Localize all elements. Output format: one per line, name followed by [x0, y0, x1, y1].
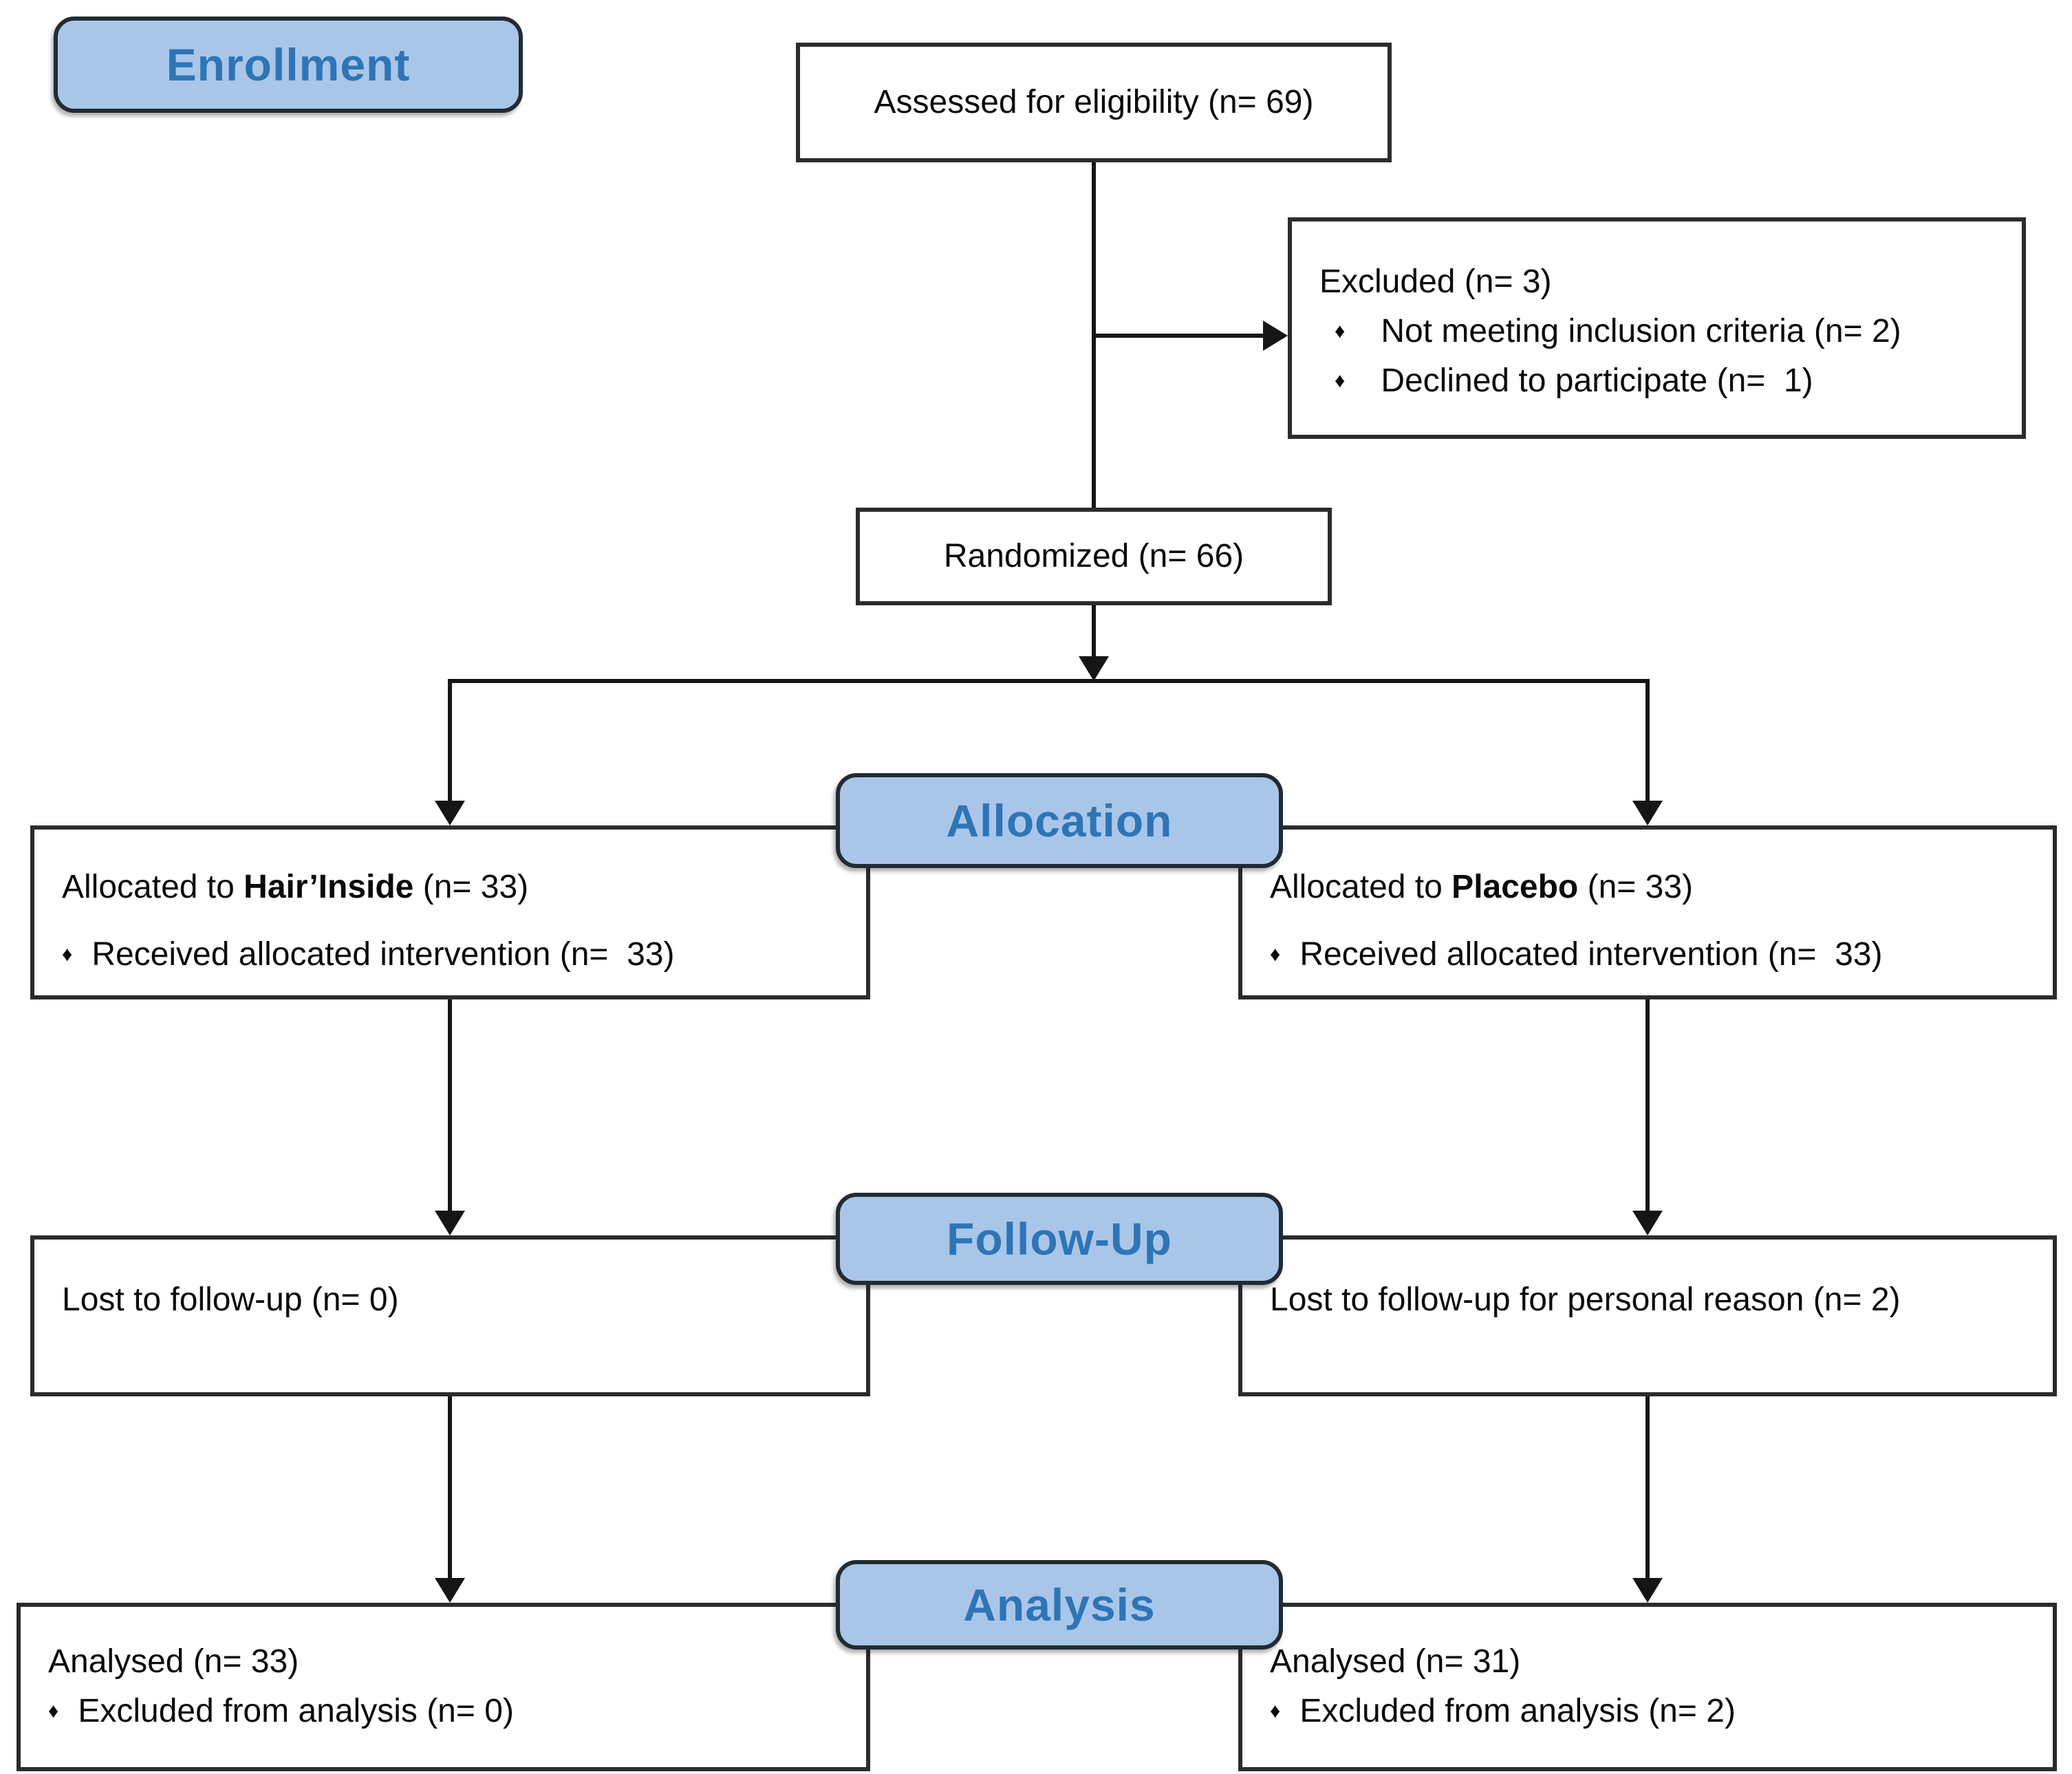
box-analysed-right: Analysed (n= 31) ♦ Excluded from analysi…	[1238, 1603, 2057, 1771]
stage-label-enrollment-text: Enrollment	[166, 39, 411, 90]
box-lost-followup-left: Lost to follow-up (n= 0)	[30, 1235, 870, 1396]
stage-label-analysis: Analysis	[836, 1560, 1283, 1649]
excluded-bullet-1-text: Not meeting inclusion criteria (n= 2)	[1381, 313, 1901, 349]
connector-split-to-alloc-left	[448, 679, 452, 803]
arrowhead-alloc-right	[1632, 801, 1663, 825]
analysis-left-title: Analysed (n= 33)	[48, 1643, 299, 1680]
alloc-left-prefix: Allocated to	[62, 869, 244, 905]
arrowhead-excluded	[1263, 321, 1288, 351]
assessed-text: Assessed for eligibility (n= 69)	[874, 84, 1314, 120]
alloc-left-bullet-text: Received allocated intervention (n= 33)	[91, 936, 675, 973]
connector-branch-to-excluded	[1094, 334, 1264, 338]
box-lost-followup-right: Lost to follow-up for personal reason (n…	[1238, 1235, 2057, 1396]
analysis-left-bullet: ♦ Excluded from analysis (n= 0)	[48, 1687, 845, 1736]
arrowhead-alloc-left	[435, 801, 465, 825]
alloc-left-bullet: ♦ Received allocated intervention (n= 33…	[62, 930, 845, 980]
box-analysed-left: Analysed (n= 33) ♦ Excluded from analysi…	[17, 1603, 870, 1771]
alloc-right-title: Allocated to Placebo (n= 33)	[1270, 863, 2032, 912]
box-allocated-hairinside: Allocated to Hair’Inside (n= 33) ♦ Recei…	[30, 825, 870, 999]
alloc-right-bullet-text: Received allocated intervention (n= 33)	[1299, 936, 1883, 973]
connector-split-horizontal	[450, 679, 1648, 683]
connector-alloc-to-followup-left	[448, 999, 452, 1213]
arrowhead-followup-left	[435, 1211, 465, 1235]
excluded-title: Excluded (n= 3)	[1319, 263, 1552, 300]
connector-followup-to-analysis-right	[1645, 1396, 1650, 1580]
excluded-bullet-2: ♦ Declined to participate (n= 1)	[1335, 356, 2001, 406]
diamond-bullet-icon: ♦	[1335, 320, 1346, 343]
box-assessed-eligibility: Assessed for eligibility (n= 69)	[796, 43, 1392, 162]
followup-right-text: Lost to follow-up for personal reason (n…	[1270, 1281, 1901, 1318]
arrowhead-analysis-left	[435, 1578, 465, 1603]
analysis-right-bullet: ♦ Excluded from analysis (n= 2)	[1270, 1687, 2032, 1736]
stage-label-allocation: Allocation	[836, 773, 1283, 868]
arrowhead-followup-right	[1632, 1211, 1663, 1235]
stage-label-allocation-text: Allocation	[946, 794, 1173, 846]
box-excluded: Excluded (n= 3) ♦ Not meeting inclusion …	[1288, 217, 2026, 439]
analysis-right-title: Analysed (n= 31)	[1270, 1643, 1521, 1680]
diamond-bullet-icon: ♦	[48, 1700, 59, 1722]
connector-split-to-alloc-right	[1645, 679, 1650, 803]
box-allocated-placebo: Allocated to Placebo (n= 33) ♦ Received …	[1238, 825, 2057, 999]
diamond-bullet-icon: ♦	[62, 943, 73, 966]
connector-alloc-to-followup-right	[1645, 999, 1650, 1213]
analysis-right-bullet-text: Excluded from analysis (n= 2)	[1299, 1693, 1736, 1729]
followup-left-text: Lost to follow-up (n= 0)	[62, 1281, 399, 1318]
diamond-bullet-icon: ♦	[1270, 943, 1281, 966]
arrowhead-split	[1079, 656, 1109, 681]
stage-label-followup: Follow-Up	[836, 1193, 1283, 1285]
excluded-bullet-1: ♦ Not meeting inclusion criteria (n= 2)	[1335, 307, 2001, 356]
excluded-bullet-2-text: Declined to participate (n= 1)	[1381, 363, 1813, 399]
connector-followup-to-analysis-left	[448, 1396, 452, 1580]
alloc-right-suffix: (n= 33)	[1578, 869, 1694, 905]
alloc-left-title: Allocated to Hair’Inside (n= 33)	[62, 863, 845, 912]
box-randomized: Randomized (n= 66)	[856, 508, 1332, 605]
alloc-right-prefix: Allocated to	[1270, 869, 1452, 905]
diamond-bullet-icon: ♦	[1335, 369, 1346, 392]
alloc-right-arm: Placebo	[1452, 869, 1579, 905]
alloc-left-suffix: (n= 33)	[413, 869, 529, 905]
arrowhead-analysis-right	[1632, 1578, 1663, 1603]
analysis-left-bullet-text: Excluded from analysis (n= 0)	[78, 1693, 514, 1729]
stage-label-analysis-text: Analysis	[963, 1579, 1156, 1630]
alloc-left-arm: Hair’Inside	[244, 869, 414, 905]
connector-randomized-to-split	[1092, 605, 1096, 659]
diamond-bullet-icon: ♦	[1270, 1700, 1281, 1722]
randomized-text: Randomized (n= 66)	[943, 538, 1244, 574]
stage-label-enrollment: Enrollment	[54, 17, 523, 113]
stage-label-followup-text: Follow-Up	[947, 1213, 1172, 1264]
alloc-right-bullet: ♦ Received allocated intervention (n= 33…	[1270, 930, 2032, 980]
